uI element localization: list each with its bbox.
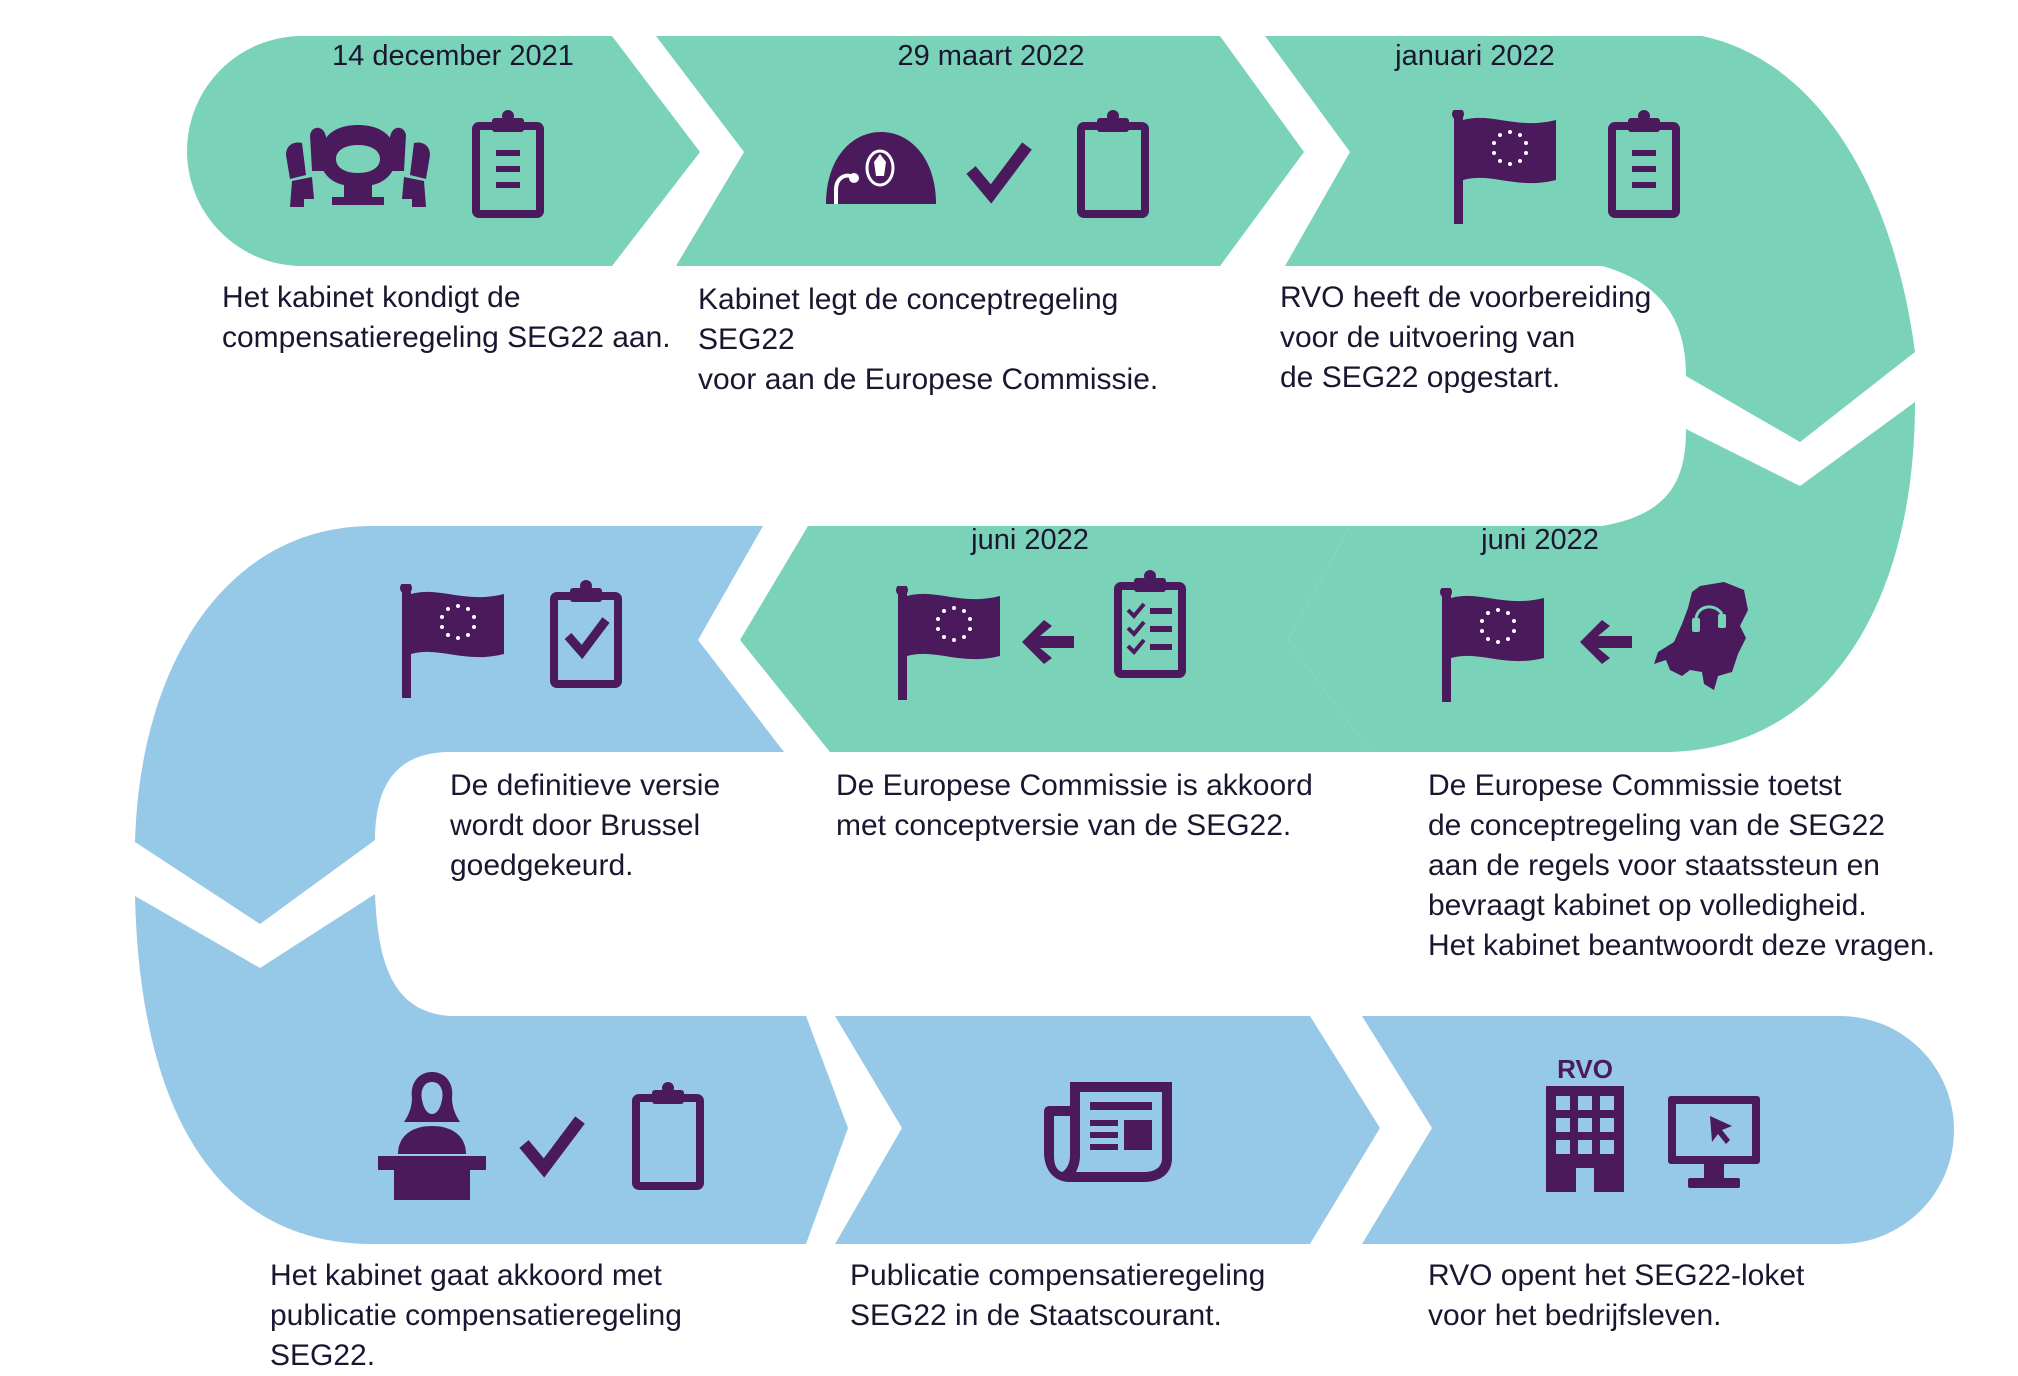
clipboard-check-icon	[548, 580, 624, 690]
ribbon-segment-7	[135, 894, 848, 1244]
eu-flag-icon	[1440, 586, 1546, 704]
ribbon-segment-4	[1288, 402, 1915, 752]
step-6-description: De definitieve versie wordt door Brussel…	[450, 769, 721, 882]
eu-flag-icon	[896, 584, 1002, 702]
eu-flag-icon	[1452, 108, 1558, 226]
clipboard-icon	[630, 1082, 706, 1192]
checkmark-icon	[518, 1112, 586, 1178]
step-2-description: Kabinet legt de conceptregeling SEG22 vo…	[698, 283, 1159, 396]
step-5-date: juni 2022	[971, 524, 1089, 556]
checkmark-icon	[965, 138, 1033, 204]
eu-flag-icon	[400, 582, 506, 700]
clipboard-icon	[1075, 110, 1151, 220]
step-4-description: De Europese Commissie toetst de conceptr…	[1428, 769, 1935, 962]
step-5-description: De Europese Commissie is akkoord met con…	[836, 769, 1313, 842]
newspaper-icon	[1040, 1076, 1178, 1186]
clipboard-icon	[470, 110, 546, 220]
rvo-building-icon: RVO	[1540, 1054, 1630, 1194]
step-3-date: januari 2022	[1395, 40, 1555, 72]
step-8-description: Publicatie compensatieregeling SEG22 in …	[850, 1259, 1266, 1332]
arrow-left-icon	[1580, 620, 1632, 664]
ribbon-segment-3	[1265, 36, 1915, 442]
clipboard-icon	[1606, 110, 1682, 220]
step-1-description: Het kabinet kondigt de compensatieregeli…	[222, 281, 671, 354]
step-4-date: juni 2022	[1481, 524, 1599, 556]
ribbon-segment-9	[1362, 1016, 1954, 1244]
checklist-icon	[1112, 570, 1188, 680]
ribbon-segment-1	[187, 36, 701, 266]
arrow-left-icon	[1022, 620, 1074, 664]
step-7-description: Het kabinet gaat akkoord met publicatie …	[270, 1259, 682, 1372]
step-9-description: RVO opent het SEG22-loket voor het bedri…	[1428, 1259, 1805, 1332]
step-1-date: 14 december 2021	[332, 40, 574, 72]
computer-monitor-icon	[1664, 1092, 1764, 1192]
rvo-sign: RVO	[1557, 1054, 1613, 1084]
house-of-representatives-icon	[282, 115, 434, 217]
speaker-podium-icon	[378, 1070, 486, 1202]
step-2-date: 29 maart 2022	[897, 40, 1085, 72]
netherlands-map-icon	[1652, 580, 1752, 694]
cabinet-dome-icon	[822, 128, 940, 206]
step-3-description: RVO heeft de voorbereiding voor de uitvo…	[1280, 281, 1652, 394]
